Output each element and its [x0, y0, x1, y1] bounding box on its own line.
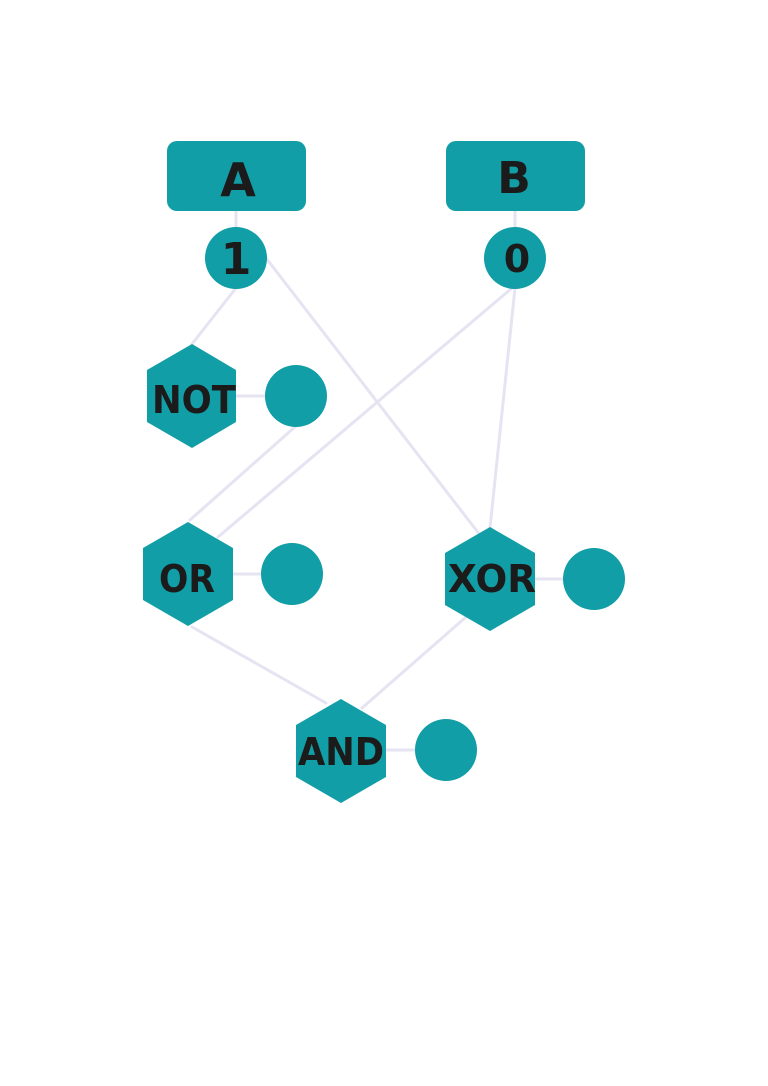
wire-a-value-to-xor — [264, 256, 482, 537]
input-a-value-node[interactable]: 1 — [205, 227, 267, 289]
wire-not-output-to-or — [188, 424, 298, 522]
xor-gate-label: XOR — [448, 557, 536, 601]
or-gate-hexagon[interactable] — [143, 522, 233, 626]
input-b-value-node[interactable]: 0 — [484, 227, 546, 289]
wire-b-value-to-xor — [488, 286, 517, 530]
or-output-node[interactable] — [261, 543, 323, 605]
input-a-label: A — [220, 153, 256, 207]
input-a-value: 1 — [221, 234, 252, 285]
not-output-node[interactable] — [265, 365, 327, 427]
and-output-node[interactable] — [415, 719, 477, 781]
input-b-box[interactable] — [446, 141, 585, 211]
input-a-box[interactable] — [167, 141, 306, 211]
or-gate-label: OR — [159, 557, 215, 601]
xor-gate[interactable]: XOR — [445, 527, 536, 631]
input-a[interactable]: A — [167, 141, 306, 211]
wire-or-to-and — [190, 625, 328, 705]
not-gate[interactable]: NOT — [147, 344, 236, 448]
wire-b-value-to-or — [216, 286, 514, 539]
xor-gate-hexagon[interactable] — [445, 527, 535, 631]
input-a-value-circle[interactable] — [205, 227, 267, 289]
wire-xor-to-and — [360, 615, 468, 710]
wire-a-value-to-not — [190, 286, 238, 346]
input-b-value-circle[interactable] — [484, 227, 546, 289]
not-gate-label: NOT — [152, 378, 236, 422]
and-gate-hexagon[interactable] — [296, 699, 386, 803]
wires — [188, 209, 566, 752]
and-gate-label: AND — [298, 730, 384, 774]
input-b[interactable]: B — [446, 141, 585, 211]
not-gate-hexagon[interactable] — [147, 344, 236, 448]
and-gate[interactable]: AND — [296, 699, 386, 803]
input-b-value: 0 — [504, 237, 530, 281]
xor-output-node[interactable] — [563, 548, 625, 610]
or-gate[interactable]: OR — [143, 522, 233, 626]
input-b-label: B — [497, 153, 531, 204]
